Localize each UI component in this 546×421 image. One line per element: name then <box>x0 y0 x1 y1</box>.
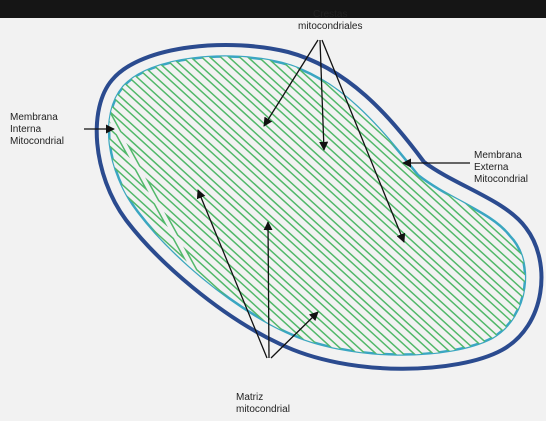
inner-membrane-label-line-2: Interna <box>10 124 64 136</box>
outer-membrane-label-line-1: Membrana <box>474 150 528 162</box>
cristae-folds <box>0 41 546 380</box>
cristae-label-line-1: Crestas <box>298 9 362 21</box>
outer-membrane-label-line-2: Externa <box>474 162 528 174</box>
outer-membrane-label-line-3: Mitocondrial <box>474 174 528 186</box>
inner-membrane-label: Membrana Interna Mitocondrial <box>10 112 64 148</box>
matrix-label-line-1: Matriz <box>236 392 290 404</box>
outer-membrane-label: Membrana Externa Mitocondrial <box>474 150 528 186</box>
cristae-label: Crestas mitocondriales <box>298 9 362 33</box>
matrix-label: Matriz mitocondrial <box>236 392 290 416</box>
inner-membrane-label-line-1: Membrana <box>10 112 64 124</box>
inner-membrane-label-line-3: Mitocondrial <box>10 136 64 148</box>
matrix-label-line-2: mitocondrial <box>236 404 290 416</box>
cristae-label-line-2: mitocondriales <box>298 21 362 33</box>
